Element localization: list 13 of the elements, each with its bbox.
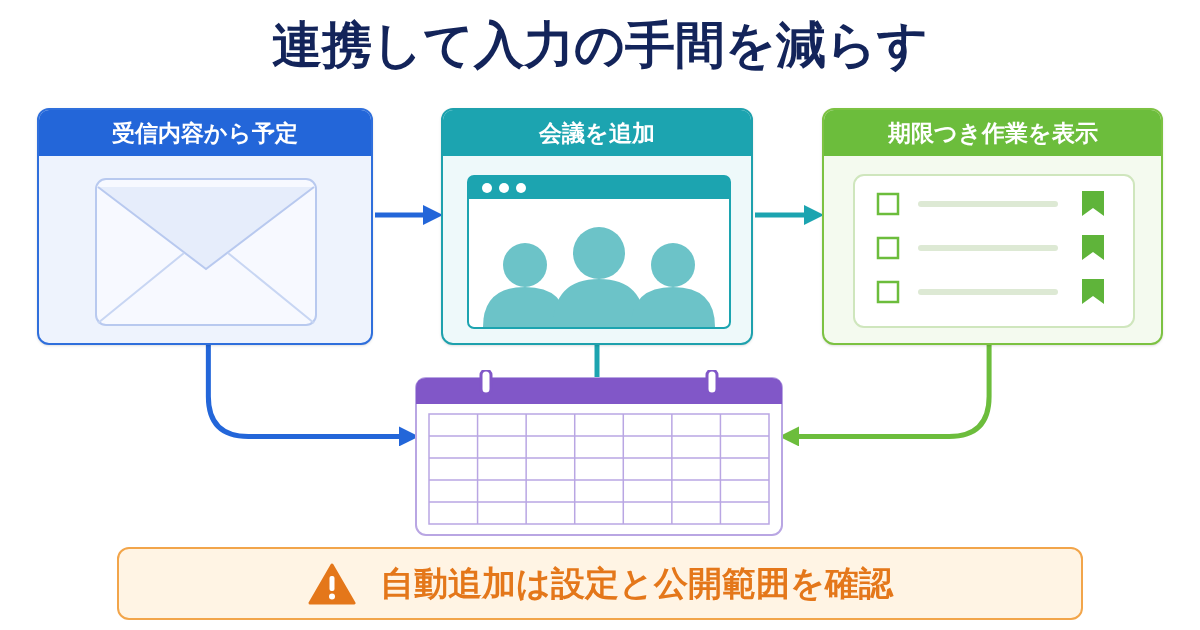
title: 連携して入力の手間を減らす bbox=[272, 15, 928, 76]
step-card bbox=[822, 108, 1163, 345]
card-heading: 受信内容から予定 bbox=[112, 118, 298, 148]
connector-line bbox=[594, 345, 600, 378]
arrow bbox=[375, 205, 443, 225]
calendar-drawing bbox=[415, 370, 783, 536]
arrow bbox=[755, 205, 824, 225]
warning-text: 自動追加は設定と公開範囲を確認 bbox=[379, 562, 893, 605]
warning-banner bbox=[117, 547, 1083, 620]
card-heading: 期限つき作業を表示 bbox=[887, 118, 1098, 148]
card-heading: 会議を追加 bbox=[539, 118, 655, 148]
step-card bbox=[441, 108, 753, 345]
step-card bbox=[37, 108, 373, 345]
